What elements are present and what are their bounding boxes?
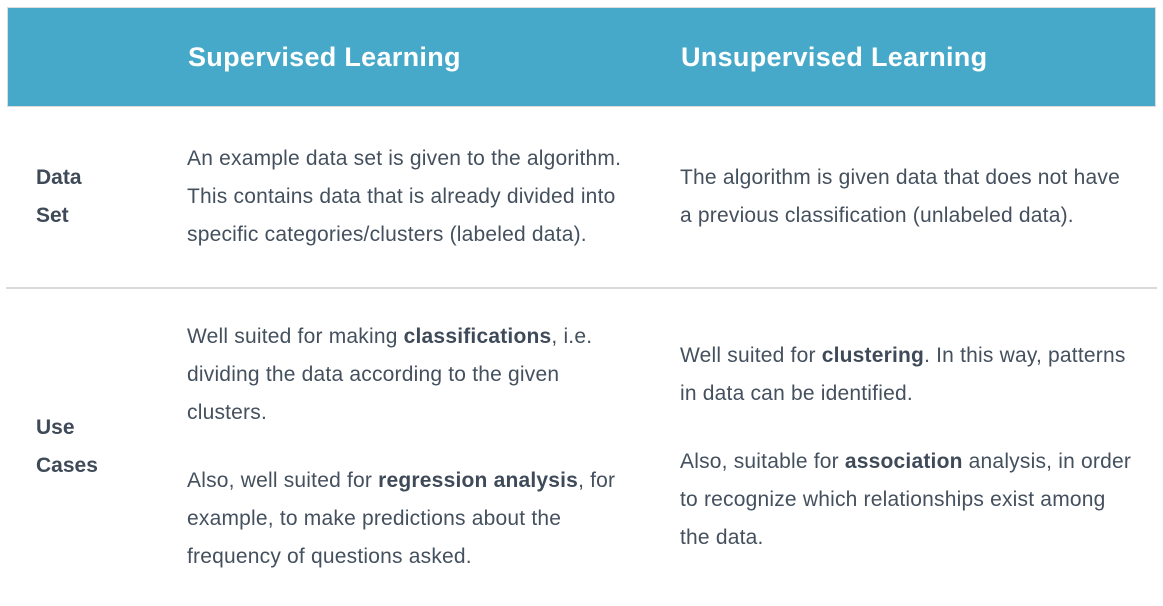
paragraph: Well suited for clustering. In this way,… [680, 344, 1126, 405]
row-label-data-set: Data Set [0, 159, 187, 235]
paragraph: Well suited for making classifications, … [187, 325, 593, 424]
paragraph: Also, well suited for regression analysi… [187, 469, 616, 568]
cell-data-set-supervised: An example data set is given to the algo… [187, 140, 680, 254]
table-row-data-set: Data Set An example data set is given to… [0, 107, 1163, 287]
cell-use-cases-supervised: Well suited for making classifications, … [187, 318, 680, 576]
paragraph: The algorithm is given data that does no… [680, 166, 1120, 227]
cell-use-cases-unsupervised: Well suited for clustering. In this way,… [680, 337, 1163, 557]
paragraph: Also, suitable for association analysis,… [680, 450, 1132, 549]
row-label-text: Use Cases [36, 416, 98, 477]
cell-data-set-unsupervised: The algorithm is given data that does no… [680, 159, 1163, 235]
row-label-text: Data Set [36, 166, 82, 227]
table-header-row: Supervised Learning Unsupervised Learnin… [7, 7, 1156, 107]
row-divider [6, 287, 1157, 289]
header-unsupervised-learning: Unsupervised Learning [681, 41, 988, 72]
header-supervised-learning: Supervised Learning [188, 41, 461, 72]
table-row-use-cases: Use Cases Well suited for making classif… [0, 289, 1163, 605]
row-label-use-cases: Use Cases [0, 409, 187, 485]
paragraph: An example data set is given to the algo… [187, 147, 622, 246]
